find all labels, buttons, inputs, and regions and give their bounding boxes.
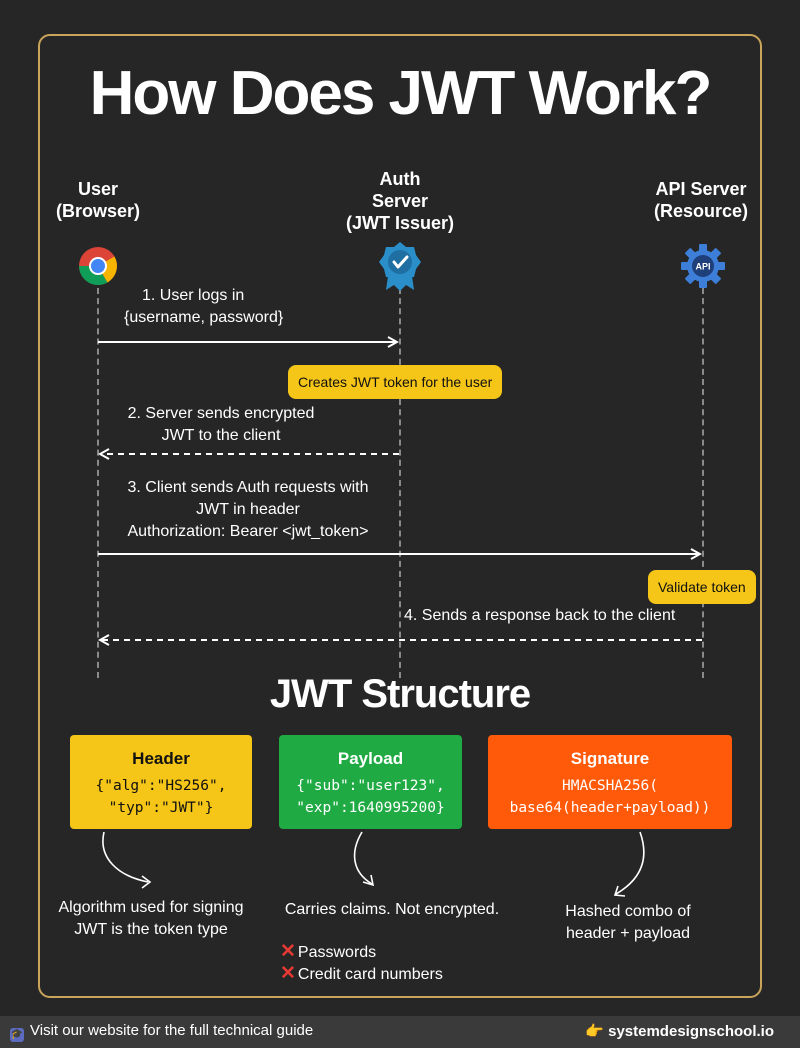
signature-pointer-arrow [615,831,645,895]
not-in-payload-item: ✕Credit card numbers [280,963,443,986]
verified-badge-icon [379,242,421,291]
page-title: How Does JWT Work? [89,59,713,128]
payload-code-line: {"sub":"user123", [296,778,445,794]
lifeline-api-server [702,288,704,678]
message-line: 3. Client sends Auth requests with [127,479,369,496]
x-mark-icon: ✕ [280,963,296,984]
not-in-payload-text: Credit card numbers [297,966,443,983]
actor-label: (JWT Issuer) [345,213,455,233]
message-line: JWT in header [196,501,300,518]
lifeline-auth-server [399,288,401,678]
header-pointer-arrow [102,831,149,883]
chrome-icon [79,247,117,285]
payload-box: Payload {"sub":"user123", "exp":16409952… [279,735,462,829]
payload-description: Carries claims. Not encrypted. [270,899,514,921]
message-line: 4. Sends a response back to the client [404,607,676,624]
description-line: Carries claims. Not encrypted. [284,901,500,918]
header-box-title: Header [132,749,190,768]
signature-description: Hashed combo of header + payload [530,901,726,945]
message-line: Authorization: Bearer <jwt_token> [127,523,369,540]
svg-text:API: API [695,262,710,272]
message-line: {username, password} [124,309,284,326]
description-line: Algorithm used for signing [58,899,244,916]
footer-guide-link[interactable]: 🎓 Visit our website for the full technica… [10,1022,313,1042]
lifeline-user [97,288,99,678]
header-description: Algorithm used for signing JWT is the to… [50,897,252,941]
footer-bar: 🎓 Visit our website for the full technica… [0,1016,800,1048]
signature-box: Signature HMACSHA256( base64(header+payl… [488,735,732,829]
actor-label: Server [371,191,429,211]
actor-label: Auth [379,169,421,189]
payload-box-title: Payload [337,749,404,768]
actor-label: (Browser) [55,201,140,221]
actor-label: User [77,179,119,199]
header-code-line: {"alg":"HS256", [95,778,227,794]
message-line: 2. Server sends encrypted [127,405,315,422]
footer-right-text: systemdesignschool.io [608,1023,774,1040]
actor-api-server: API Server (Resource) [636,178,766,222]
payload-code-line: "exp":1640995200} [296,800,445,816]
not-in-payload-item: ✕Passwords [280,941,376,964]
note-create-token: Creates JWT token for the user [288,365,503,399]
header-box: Header {"alg":"HS256", "typ":"JWT"} [70,735,252,829]
payload-pointer-arrow [353,831,373,885]
description-line: JWT is the token type [74,921,228,938]
graduation-cap-icon: 🎓 [10,1028,24,1042]
message-label-3: 3. Client sends Auth requests with JWT i… [110,477,386,543]
footer-site-link[interactable]: 👉 systemdesignschool.io [585,1022,774,1040]
actor-label: API Server [655,179,747,199]
pointing-hand-icon: 👉 [585,1023,604,1040]
message-label-1: 1. User logs in {username, password} [124,285,283,329]
footer-left-text: Visit our website for the full technical… [30,1022,314,1039]
message-line: JWT to the client [161,427,281,444]
message-label-4: 4. Sends a response back to the client [404,605,675,627]
structure-title: JWT Structure [269,672,531,716]
header-code-line: "typ":"JWT"} [108,800,214,816]
message-line: 1. User logs in [142,287,245,304]
not-in-payload-text: Passwords [297,944,377,961]
signature-code-line: base64(header+payload)) [509,800,711,816]
actor-user: User (Browser) [36,178,160,222]
actor-label: (Resource) [653,201,749,221]
api-gear-icon: API [681,244,725,288]
actor-auth-server: Auth Server (JWT Issuer) [330,168,470,234]
message-label-2: 2. Server sends encrypted JWT to the cli… [114,403,328,447]
signature-box-title: Signature [570,749,650,768]
note-validate-token: Validate token [648,570,756,604]
x-mark-icon: ✕ [280,941,296,962]
description-line: header + payload [565,925,691,942]
description-line: Hashed combo of [565,903,691,920]
signature-code-line: HMACSHA256( [561,778,659,794]
content-frame [38,34,762,998]
